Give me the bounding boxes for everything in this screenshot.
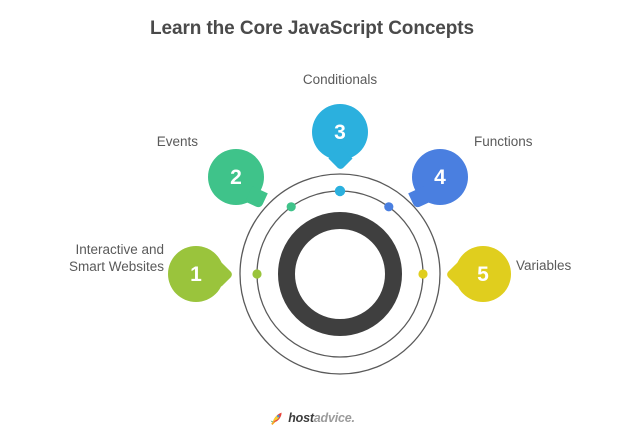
concept-bubble-3[interactable]: 3 xyxy=(312,104,368,171)
concept-label-4: Functions xyxy=(474,134,533,149)
hostadvice-logo: hostadvice. xyxy=(0,411,624,426)
center-donut xyxy=(278,212,402,336)
concept-label-1: Interactive and Smart Websites xyxy=(68,242,164,274)
page-title: Learn the Core JavaScript Concepts xyxy=(150,18,474,39)
concept-label-3: Conditionals xyxy=(302,72,378,87)
concept-label-5: Variables xyxy=(516,258,572,273)
bubble-number-2: 2 xyxy=(230,165,242,189)
concept-bubble-5[interactable]: 5 xyxy=(445,246,511,302)
ring-dot-1 xyxy=(252,269,262,279)
logo-host-text: host xyxy=(288,411,314,426)
bubble-number-3: 3 xyxy=(334,120,346,144)
rocket-icon xyxy=(270,412,282,425)
bubble-number-1: 1 xyxy=(190,262,202,286)
concept-bubble-2[interactable]: 2 xyxy=(208,149,268,209)
outer-thin-circle xyxy=(239,173,441,375)
bubble-number-4: 4 xyxy=(434,165,446,189)
concept-label-2: Events xyxy=(156,134,198,149)
ring-dot-5 xyxy=(418,269,428,279)
bubble-number-5: 5 xyxy=(477,262,489,286)
concept-bubble-1[interactable]: 1 xyxy=(168,246,234,302)
ring-dot-4 xyxy=(384,202,394,212)
concept-bubble-4[interactable]: 4 xyxy=(408,149,468,209)
logo-wordmark: hostadvice. xyxy=(288,412,355,425)
ring-dot-3 xyxy=(334,185,346,197)
ring-dot-2 xyxy=(286,202,296,212)
logo-advice-text: advice. xyxy=(313,411,355,426)
